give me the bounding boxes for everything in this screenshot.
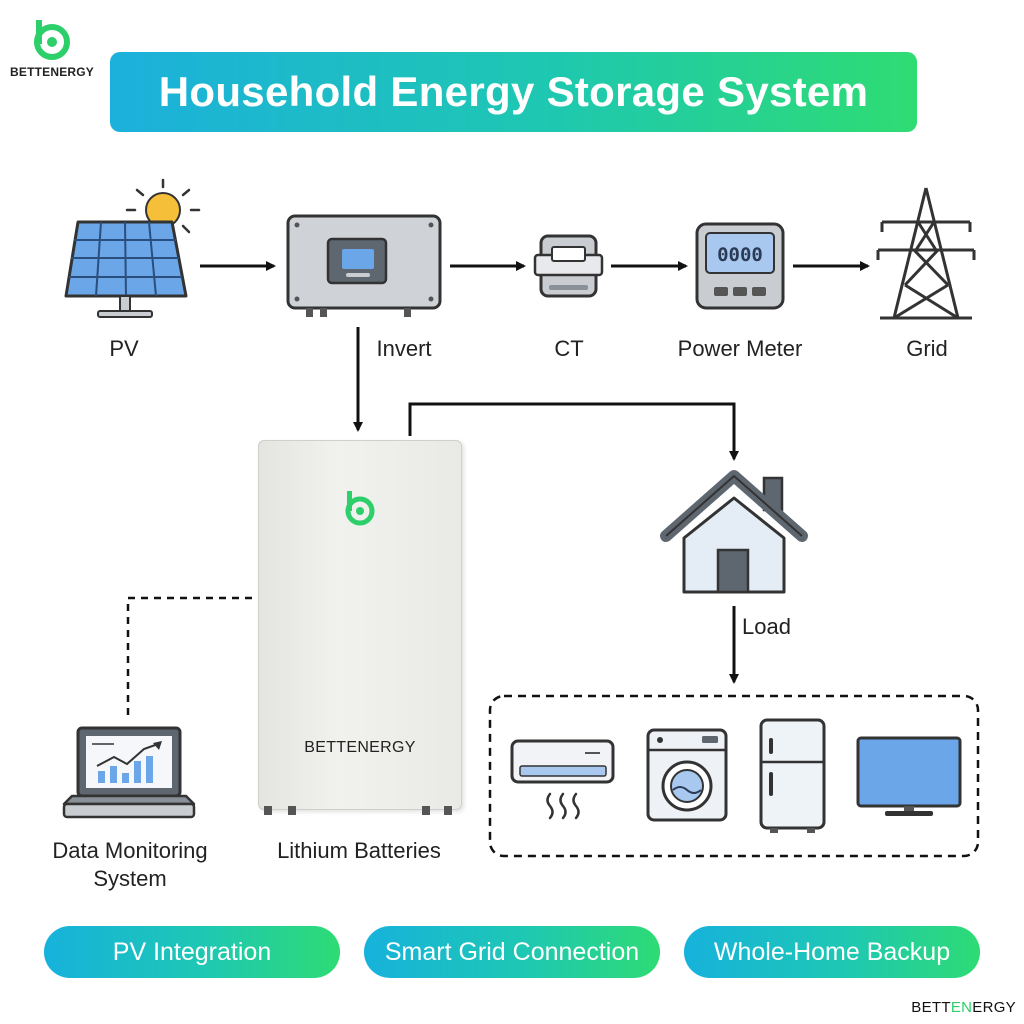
footer-brand-suffix: ERGY <box>972 999 1016 1016</box>
solar-panel-icon <box>64 220 188 318</box>
lithium-battery-cabinet: BETTENERGY <box>258 440 462 810</box>
feature-pv-integration: PV Integration <box>44 926 340 978</box>
washing-machine-icon <box>646 728 728 822</box>
label-data-monitoring-line1: Data Monitoring <box>52 838 208 863</box>
brand-name: BETTENERGY <box>10 65 95 79</box>
feature-smart-grid-connection: Smart Grid Connection <box>364 926 660 978</box>
inverter-icon <box>286 214 442 317</box>
label-pv: PV <box>109 336 139 361</box>
label-load: Load <box>742 614 791 639</box>
page-title: Household Energy Storage System <box>158 68 869 115</box>
meter-display: 0000 <box>717 244 763 266</box>
battery-brand-label: BETTENERGY <box>304 739 416 756</box>
label-lithium-batteries: Lithium Batteries <box>277 838 441 863</box>
footer-brand-highlight: EN <box>950 999 973 1016</box>
title-banner: Household Energy Storage System <box>110 52 917 132</box>
feature-label: Whole-Home Backup <box>713 937 951 966</box>
air-conditioner-icon <box>510 739 615 820</box>
footer-brand-prefix: BETT <box>911 999 951 1016</box>
feature-whole-home-backup: Whole-Home Backup <box>684 926 980 978</box>
power-meter-icon: 0000 <box>695 222 785 310</box>
battery-feet <box>264 806 452 815</box>
ct-sensor-icon <box>533 234 604 298</box>
refrigerator-icon <box>759 718 826 833</box>
label-power-meter: Power Meter <box>677 336 803 361</box>
transmission-tower-icon <box>876 187 976 320</box>
feature-label: Smart Grid Connection <box>384 937 640 966</box>
flow-arrows <box>200 261 870 684</box>
television-icon <box>856 736 962 816</box>
battery-logo-icon <box>345 491 375 526</box>
brand-logo-icon <box>34 20 70 60</box>
monitoring-link <box>126 596 252 718</box>
label-inverter: Invert <box>376 336 432 361</box>
label-grid: Grid <box>906 336 948 361</box>
appliances-group <box>488 694 980 858</box>
laptop-icon <box>62 726 196 819</box>
label-ct: CT <box>554 336 584 361</box>
footer-brand: BETTENERGY <box>911 999 1016 1016</box>
house-icon <box>660 470 808 594</box>
feature-label: PV Integration <box>112 937 272 966</box>
label-data-monitoring-line2: System <box>93 866 167 891</box>
